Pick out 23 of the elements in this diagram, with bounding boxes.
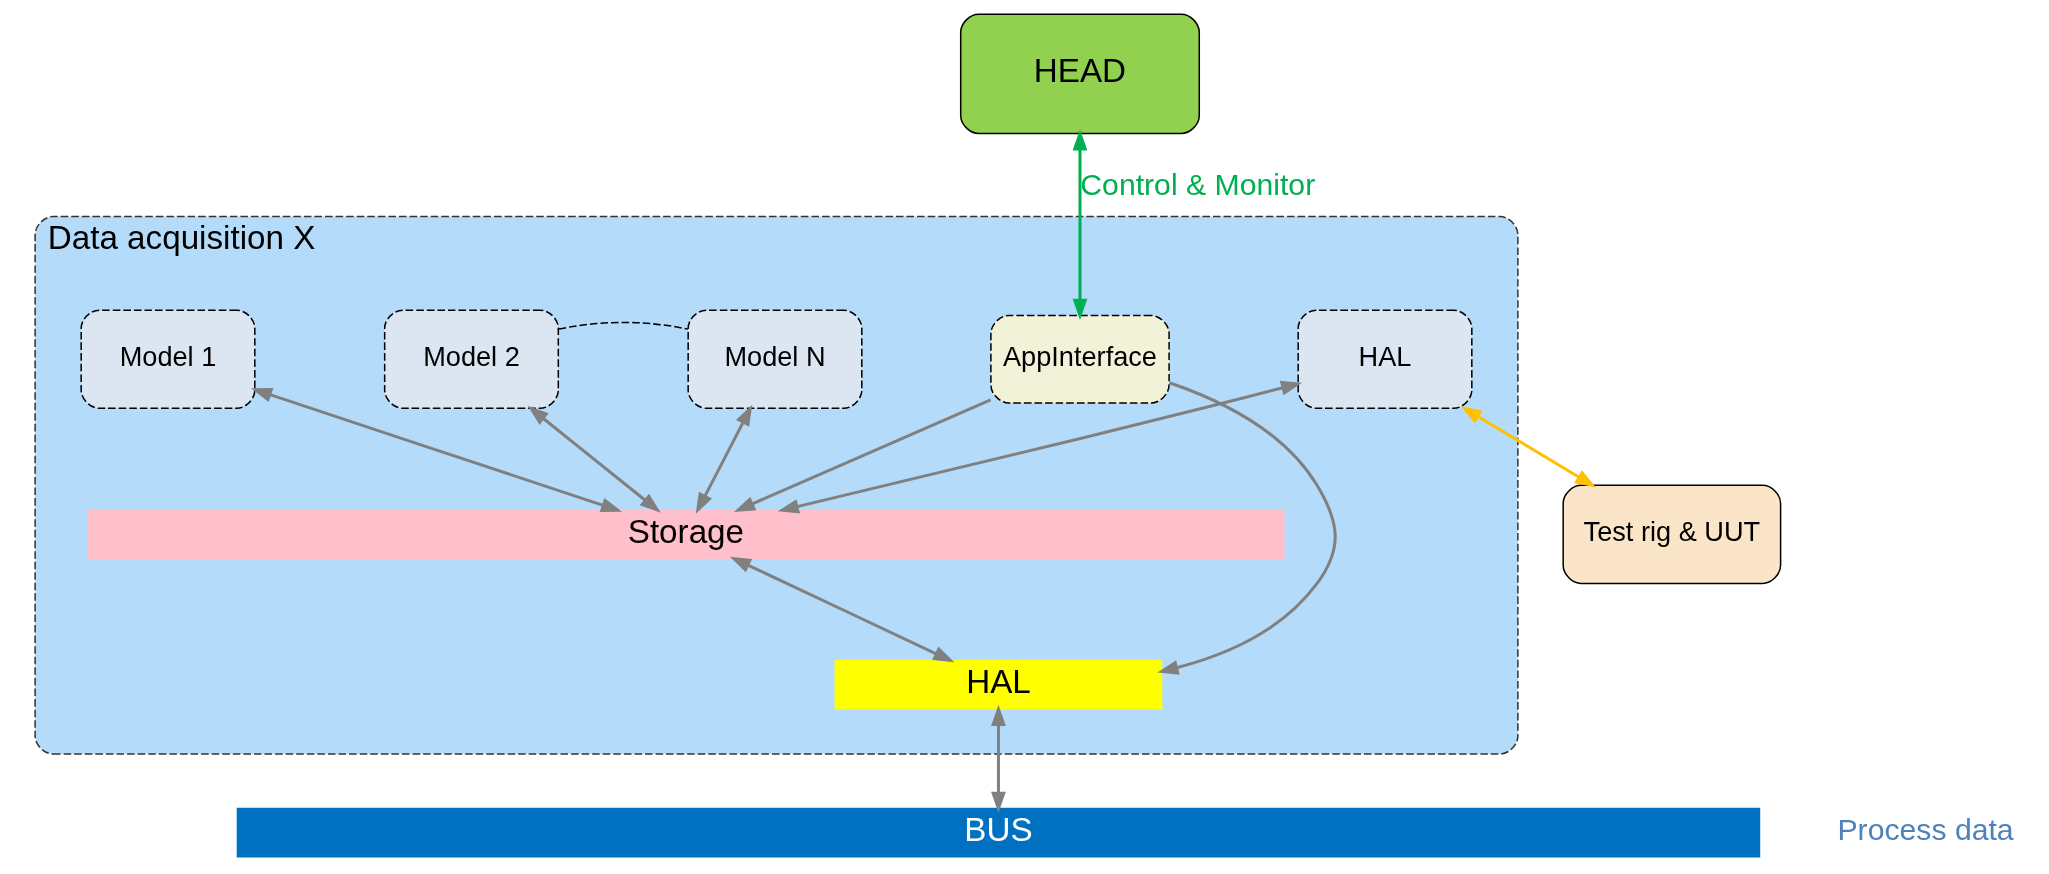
- node-box: HAL: [1297, 309, 1473, 410]
- arrow: [1460, 406, 1597, 488]
- arrow: [1072, 129, 1088, 320]
- arrow: [527, 405, 661, 513]
- node-box: HEAD: [959, 13, 1201, 135]
- node-box: BUS: [236, 807, 1761, 858]
- node-box: Test rig & UUT: [1562, 484, 1782, 585]
- node-box: AppInterface: [990, 314, 1170, 404]
- edge-label: Control & Monitor: [1080, 168, 1316, 202]
- arrow: [991, 704, 1006, 813]
- arrow: [1157, 381, 1337, 675]
- arrow: [695, 404, 753, 514]
- arrow: [777, 380, 1303, 514]
- node-box: Model 1: [80, 309, 256, 410]
- node-box: Model 2: [383, 309, 560, 410]
- connector: [557, 321, 689, 330]
- node-box: HAL: [834, 659, 1163, 710]
- node-box: Storage: [87, 509, 1285, 560]
- node-label: Process data: [1837, 813, 2014, 847]
- arrow: [733, 398, 992, 512]
- node-box: Model N: [687, 309, 863, 410]
- arrow: [250, 387, 623, 512]
- arrow: [729, 556, 955, 663]
